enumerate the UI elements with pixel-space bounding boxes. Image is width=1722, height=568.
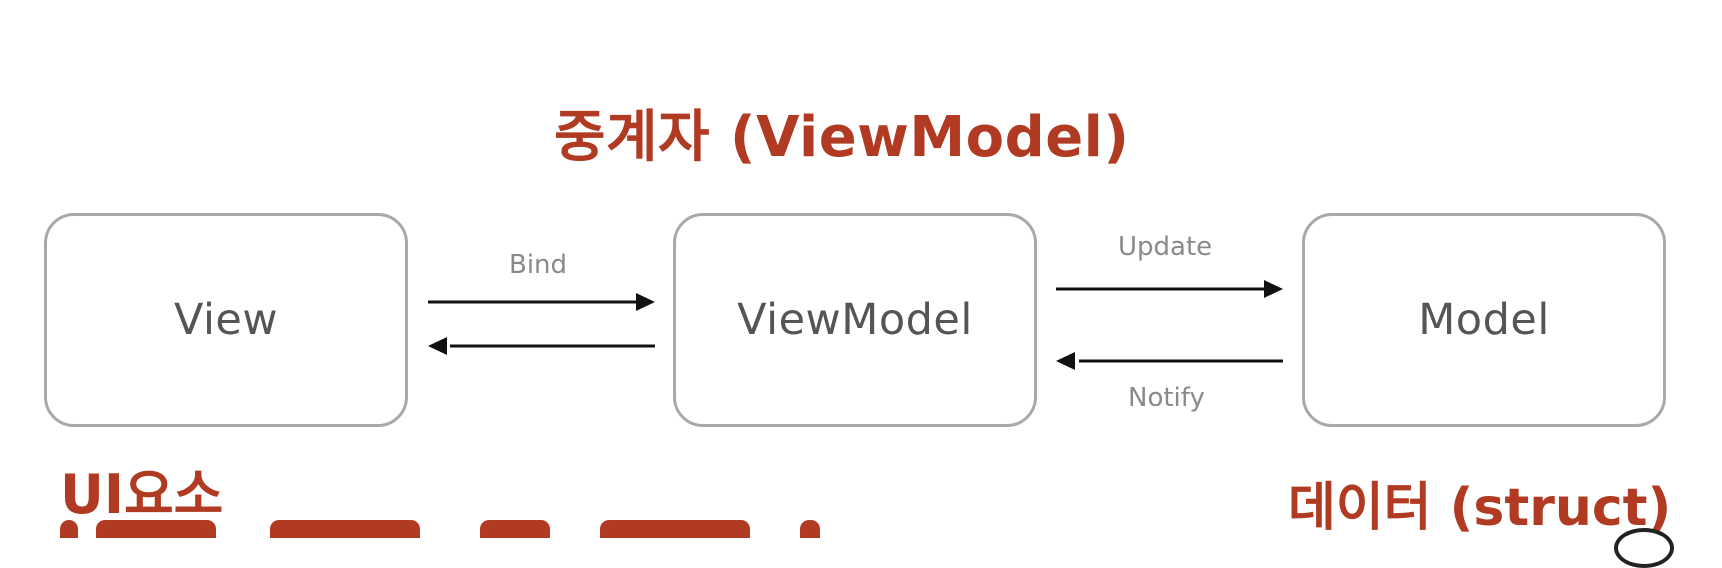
- view-node-label: View: [173, 295, 279, 345]
- view-role-subtitle-cropped: [60, 520, 830, 538]
- arrows-layer: [428, 280, 1283, 370]
- notify-label: Notify: [1128, 383, 1205, 413]
- cursor-scribble: [1614, 528, 1674, 568]
- viewmodel-role-title: 중계자 (ViewModel): [554, 105, 1130, 170]
- bind-arrow-head: [636, 293, 655, 311]
- update-label: Update: [1118, 232, 1213, 262]
- view-role-title: UI요소: [60, 463, 224, 526]
- bind-label: Bind: [509, 250, 568, 280]
- mvvm-diagram: 중계자 (ViewModel) View ViewModel Model Bin…: [44, 105, 1674, 568]
- update-arrow-head: [1264, 280, 1283, 298]
- model-role-title: 데이터 (struct): [1288, 478, 1672, 538]
- viewmodel-node: ViewModel: [673, 213, 1037, 427]
- bind-back-arrow-head: [428, 337, 447, 355]
- viewmodel-node-label: ViewModel: [737, 295, 973, 345]
- view-node: View: [44, 213, 408, 427]
- model-node: Model: [1302, 213, 1666, 427]
- notify-arrow-head: [1056, 352, 1075, 370]
- model-node-label: Model: [1418, 295, 1550, 345]
